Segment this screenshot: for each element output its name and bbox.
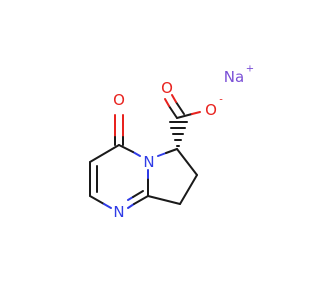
bond-c-to-carboxylate-o-tail [191, 111, 201, 115]
carboxylate-charge-label: - [219, 95, 223, 106]
imine-nitrogen-label: N [113, 203, 124, 221]
bond-c1-n1 [103, 203, 112, 209]
bond-c-to-carbonyl-o [168, 105, 178, 119]
sodium-label: Na [224, 68, 244, 86]
bond-c4-c3 [89, 144, 120, 163]
bond-c-to-carboxylate-o [176, 113, 193, 119]
bond-c2-c1 [89, 195, 105, 205]
bond-n1-c8a-tail [133, 195, 149, 205]
bond-n5-c6 [157, 152, 167, 157]
carbonyl-double-bond-a [164, 98, 170, 107]
chemical-structure: O N N O O - Na + [89, 64, 254, 221]
ring-nitrogen-label: N [143, 153, 154, 171]
carbonyl-oxygen-label: O [161, 79, 173, 97]
carboxylate-oxygen-label: O [205, 101, 217, 119]
carbonyl-double-bond-b-carbon [175, 101, 185, 115]
carbonyl-double-bond-b [171, 94, 177, 103]
bond-n5-c4 [132, 151, 141, 157]
ketone-oxygen-label: O [113, 91, 125, 109]
bond-n1-c8a [127, 203, 135, 209]
bond-c8-c8a [147, 195, 181, 205]
sodium-charge-label: + [246, 64, 254, 75]
bond-n1-c8a-inner-c [132, 190, 144, 198]
bond-n5-c6-tail [165, 148, 178, 154]
stereo-hash-wedge [169, 121, 188, 147]
bond-c6-c7 [176, 148, 198, 176]
bond-n5-c4-tail [118, 144, 134, 153]
bond-c7-c8 [179, 174, 198, 205]
